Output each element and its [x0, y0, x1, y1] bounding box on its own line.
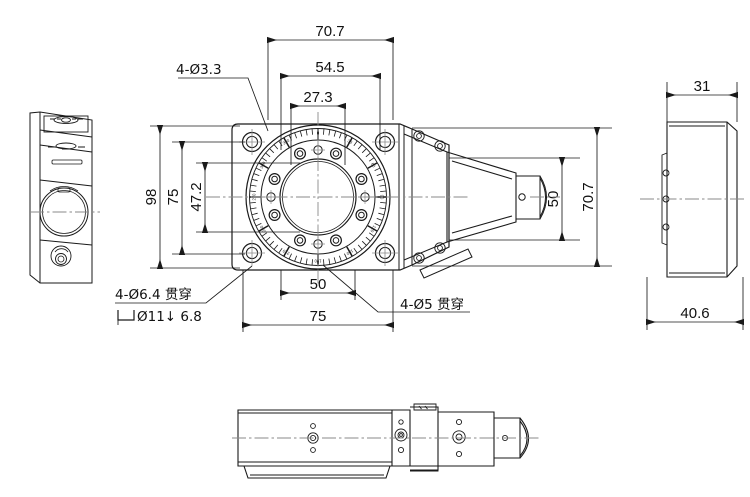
view-right-side-elevation — [661, 121, 738, 278]
motor-assembly — [419, 151, 547, 279]
dim-top-mid: 54.5 — [315, 59, 344, 76]
dim-side-bottom: 40.6 — [680, 305, 709, 322]
counterbore-icon — [117, 310, 135, 321]
dimension-lines — [115, 36, 744, 332]
svg-text:30: 30 — [347, 138, 354, 145]
dim-left-inner: 47.2 — [188, 182, 205, 211]
callout-top-left: 4-Ø3.3 — [176, 62, 222, 78]
mount-screws — [413, 130, 446, 264]
svg-text:330: 330 — [282, 137, 291, 145]
dim-left-outer: 98 — [143, 189, 160, 206]
dim-bottom-outer: 75 — [310, 308, 327, 325]
dim-top-outer: 70.7 — [315, 23, 344, 40]
svg-text:120: 120 — [369, 225, 377, 234]
svg-text:0: 0 — [317, 131, 320, 136]
dim-side-top: 31 — [694, 78, 711, 95]
dim-bottom-inner: 50 — [310, 276, 327, 293]
callout-bottom-left-2: Ø11↓ 6.8 — [137, 309, 202, 325]
callout-text: 4-Ø3.3 4-Ø6.4 贯穿 Ø11↓ 6.8 4-Ø5 贯穿 — [115, 62, 464, 325]
dim-right-outer: 70.7 — [580, 182, 597, 211]
dim-top-inner: 27.3 — [303, 89, 332, 106]
svg-text:60: 60 — [370, 162, 377, 169]
view-left-side-elevation — [29, 111, 93, 284]
view-bottom-front-elevation — [237, 403, 530, 479]
callout-bottom-left-1: 4-Ø6.4 贯穿 — [115, 287, 192, 303]
dim-left-mid: 75 — [165, 189, 182, 206]
svg-text:240: 240 — [258, 224, 266, 233]
svg-text:210: 210 — [281, 248, 290, 256]
centerlines — [30, 112, 745, 439]
dim-right-inner: 50 — [545, 191, 562, 208]
dimension-text: 70.7 54.5 27.3 98 75 47.2 50 75 50 70.7 … — [143, 23, 710, 325]
svg-text:150: 150 — [345, 248, 354, 256]
callout-bottom-right: 4-Ø5 贯穿 — [400, 297, 464, 313]
svg-text:300: 300 — [259, 160, 267, 169]
